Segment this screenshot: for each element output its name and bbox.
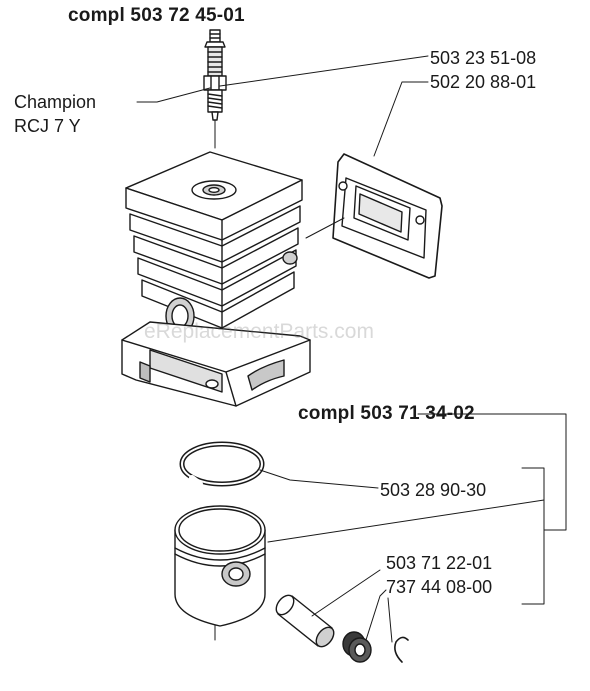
piston-pin bbox=[275, 594, 335, 648]
kit-label-piston: compl 503 71 34-02 bbox=[298, 403, 475, 424]
leader-lines bbox=[136, 55, 567, 643]
kit-label-top: compl 503 72 45-01 bbox=[68, 5, 245, 26]
spark-plug-brand: Champion bbox=[14, 92, 97, 112]
spark-plug bbox=[203, 29, 227, 121]
cylinder bbox=[121, 151, 311, 407]
part-number-gasket-b: 502 20 88-01 bbox=[430, 72, 537, 92]
part-number-gasket-a: 503 23 51-08 bbox=[430, 48, 537, 68]
needle-bearing bbox=[342, 631, 372, 663]
exhaust-gasket bbox=[332, 153, 443, 279]
piston bbox=[174, 505, 266, 627]
part-number-circlip: 737 44 08-00 bbox=[386, 577, 493, 597]
spark-plug-model: RCJ 7 Y bbox=[14, 116, 81, 136]
piston-ring bbox=[179, 441, 265, 487]
watermark: eReplacementParts.com bbox=[144, 320, 374, 343]
part-number-ring: 503 28 90-30 bbox=[380, 480, 487, 500]
part-number-pin: 503 71 22-01 bbox=[386, 553, 493, 573]
circlip bbox=[394, 636, 409, 663]
